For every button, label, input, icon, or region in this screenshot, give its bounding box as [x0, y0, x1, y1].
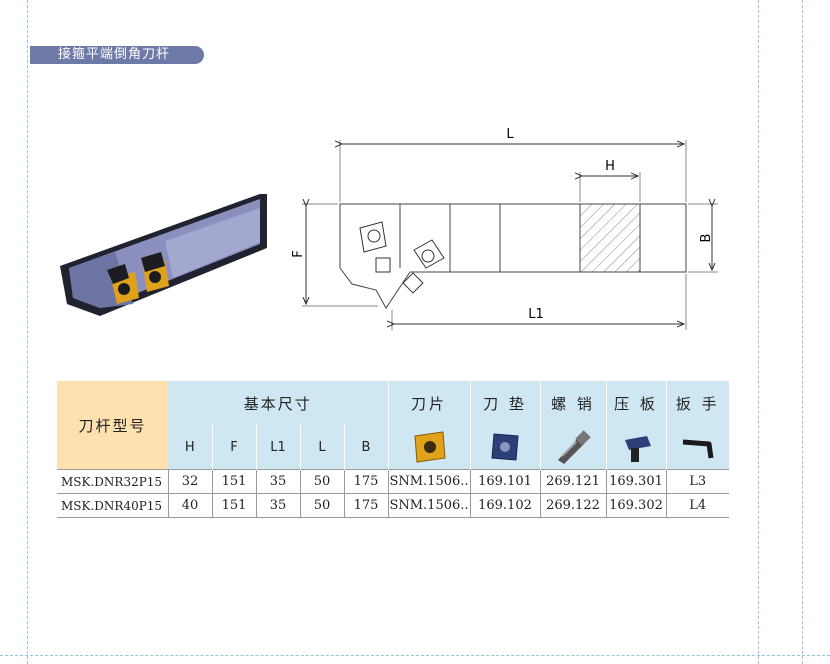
- dimension-header: 基本尺寸: [168, 381, 388, 425]
- insert-icon: [414, 431, 446, 463]
- cell-shim: 169.101: [470, 469, 541, 494]
- cell-pin: 269.122: [540, 493, 607, 518]
- pin-icon: [558, 430, 591, 464]
- spec-table: 刀杆型号 基本尺寸 刀片 刀 垫 螺 销 压 板 扳 手 H F L1 L B: [57, 381, 729, 518]
- cell-L1: 35: [256, 469, 301, 494]
- dim-label-F: F: [291, 250, 306, 257]
- guide-line-left: [27, 0, 28, 664]
- cell-L1: 35: [256, 493, 301, 518]
- table-row: MSK.DNR40P15 40 151 35 50 175 SNM.1506..…: [57, 493, 729, 518]
- cell-F: 151: [212, 469, 257, 494]
- cell-wrench: L4: [666, 493, 729, 518]
- col-H: H: [168, 425, 213, 470]
- cell-insert: SNM.1506..: [388, 493, 471, 518]
- wrench-header: 扳 手: [665, 381, 729, 425]
- cell-model: MSK.DNR32P15: [57, 469, 169, 494]
- col-L1: L1: [256, 425, 301, 470]
- guide-line-edge: [802, 0, 803, 664]
- clamp-header: 压 板: [605, 381, 666, 425]
- tool-holder-photo: [60, 194, 267, 316]
- cell-L: 50: [300, 493, 345, 518]
- cell-clamp: 169.302: [606, 493, 667, 518]
- guide-line-bottom: [0, 655, 830, 656]
- table-row: MSK.DNR32P15 32 151 35 50 175 SNM.1506..…: [57, 469, 729, 494]
- cell-H: 32: [168, 469, 213, 494]
- col-B: B: [344, 425, 389, 470]
- model-header: 刀杆型号: [57, 381, 168, 470]
- wrench-icon: [682, 439, 714, 459]
- cell-B: 175: [344, 493, 389, 518]
- cell-pin: 269.121: [540, 469, 607, 494]
- cell-clamp: 169.301: [606, 469, 667, 494]
- clamp-icon: [625, 436, 651, 462]
- col-F: F: [212, 425, 257, 470]
- dim-label-H: H: [605, 159, 615, 174]
- insert-header: 刀片: [387, 381, 470, 425]
- cell-shim: 169.102: [470, 493, 541, 518]
- shim-header: 刀 垫: [469, 381, 540, 425]
- technical-drawing: L H F B L1: [291, 127, 718, 330]
- shim-icon: [491, 433, 519, 461]
- cell-B: 175: [344, 469, 389, 494]
- cell-F: 151: [212, 493, 257, 518]
- section-title: 接箍平端倒角刀杆: [30, 46, 204, 64]
- pin-header: 螺 销: [539, 381, 606, 425]
- cell-H: 40: [168, 493, 213, 518]
- dim-label-L: L: [506, 127, 514, 142]
- guide-line-right: [758, 0, 759, 664]
- cell-L: 50: [300, 469, 345, 494]
- dim-label-L1: L1: [528, 307, 544, 322]
- cell-wrench: L3: [666, 469, 729, 494]
- col-L: L: [300, 425, 345, 470]
- dim-label-B: B: [699, 234, 714, 243]
- cell-insert: SNM.1506..: [388, 469, 471, 494]
- cell-model: MSK.DNR40P15: [57, 493, 169, 518]
